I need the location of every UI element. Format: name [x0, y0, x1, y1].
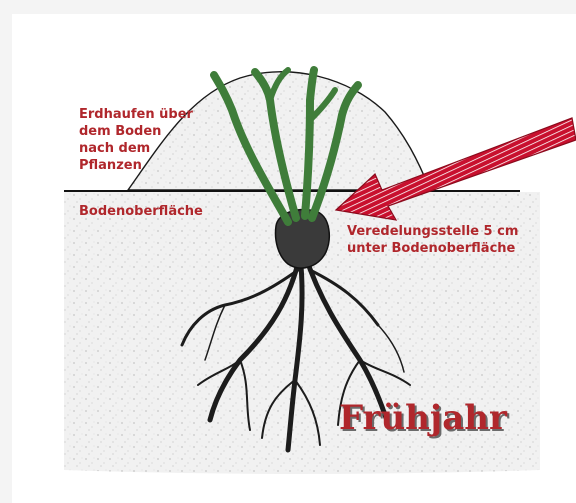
graft-label: Veredelungsstelle 5 cm unter Bodenoberfl…: [347, 223, 547, 257]
season-title: Frühjahr: [339, 398, 507, 438]
mound-label: Erdhaufen über dem Boden nach dem Pflanz…: [79, 106, 199, 174]
surface-label: Bodenoberfläche: [79, 203, 203, 220]
